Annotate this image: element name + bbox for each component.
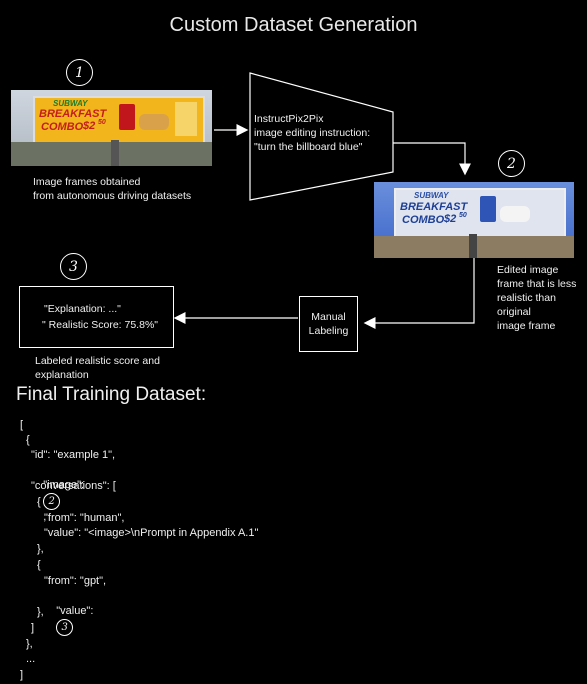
code-line-5: "conversations": [: [31, 480, 116, 492]
diagram-title: Custom Dataset Generation: [169, 14, 418, 36]
step-3-caption-line2: explanation: [35, 369, 89, 381]
code-line-1: [: [20, 419, 24, 431]
code-line-4-prefix: "image":: [43, 479, 85, 491]
arrow-to-manual-labeling: [363, 258, 475, 329]
billboard-brand: SUBWAY: [53, 99, 88, 108]
code-line-3: "id": "example 1",: [31, 449, 116, 461]
dataset-heading: Final Training Dataset:: [16, 384, 207, 405]
step-2-caption: Edited image frame that is less realisti…: [497, 263, 576, 333]
step-1-marker: 1: [66, 59, 93, 86]
pix2pix-text: InstructPix2Pix image editing instructio…: [254, 112, 370, 154]
pix2pix-line1: InstructPix2Pix: [254, 113, 324, 125]
edited-billboard-image: SUBWAY BREAKFAST COMBO $2 50: [374, 182, 574, 258]
step-1-caption-line1: Image frames obtained: [33, 176, 141, 188]
billboard-line2: COMBO: [41, 121, 84, 133]
original-billboard-image: SUBWAY BREAKFAST COMBO $2 50: [11, 90, 212, 166]
code-line-17: ]: [20, 669, 24, 681]
billboard-line2-edited: COMBO: [402, 214, 445, 226]
code-line-8: "value": "<image>\nPrompt in Appendix A.…: [44, 527, 259, 539]
billboard-panel-edited: SUBWAY BREAKFAST COMBO $2 50: [394, 188, 566, 238]
billboard-pole-edited: [469, 234, 477, 258]
code-line-4-suffix: ,: [43, 511, 47, 523]
step-2-caption-line2: frame that is less: [497, 278, 577, 290]
billboard-line1: BREAKFAST: [39, 108, 107, 120]
pix2pix-trapezoid: [249, 72, 394, 201]
image-ref-marker: 2: [43, 493, 61, 510]
arrow-to-edited-image: [393, 142, 471, 176]
pix2pix-line2: image editing instruction:: [254, 127, 371, 139]
billboard-pole: [111, 140, 119, 166]
code-line-4: "image": 2 ,: [31, 463, 84, 523]
step-3-marker: 3: [60, 253, 87, 280]
step-2-caption-line1: Edited image: [497, 264, 559, 276]
billboard-brand-edited: SUBWAY: [414, 191, 449, 200]
code-line-10: {: [37, 559, 41, 571]
code-line-13: },: [37, 606, 44, 618]
score-ref-marker: 3: [56, 619, 74, 636]
step-3-caption: Labeled realistic score and explanation: [35, 354, 160, 382]
cup-shape-edited: [480, 196, 496, 222]
code-line-12: "value": 3: [44, 589, 93, 636]
cup-shape: [119, 104, 135, 130]
code-line-15: },: [26, 638, 33, 650]
step-2-caption-line3: realistic than: [497, 292, 556, 304]
pix2pix-line3: "turn the billboard blue": [254, 141, 363, 153]
code-line-12-prefix: "value":: [56, 605, 94, 617]
step-3-caption-line1: Labeled realistic score and: [35, 355, 160, 367]
realistic-score-text: " Realistic Score: 75.8%": [42, 319, 159, 331]
code-line-6: {: [37, 496, 41, 508]
step-2-caption-line4: original: [497, 306, 531, 318]
sandwich-shape: [139, 114, 169, 130]
code-line-9: },: [37, 543, 44, 555]
label-result-box: "Explanation: ..." " Realistic Score: 75…: [19, 286, 174, 348]
billboard-line1-edited: BREAKFAST: [400, 201, 468, 213]
manual-labeling-line2: Labeling: [308, 325, 349, 337]
step-2-marker: 2: [498, 150, 525, 177]
billboard-price-cents: 50: [98, 119, 106, 126]
explanation-text: "Explanation: ...": [44, 303, 121, 315]
manual-labeling-box: Manual Labeling: [299, 296, 358, 352]
step-2-caption-line5: image frame: [497, 320, 556, 332]
step-1-caption: Image frames obtained from autonomous dr…: [33, 175, 191, 203]
side-panel: [175, 102, 197, 136]
code-line-16: ...: [26, 653, 36, 665]
billboard-price-cents-edited: 50: [459, 212, 467, 219]
code-line-7: "from": "human",: [44, 512, 125, 524]
code-line-2: {: [26, 434, 30, 446]
sandwich-shape-edited: [500, 206, 530, 222]
code-line-14: ]: [31, 622, 35, 634]
code-line-11: "from": "gpt",: [44, 575, 107, 587]
step-1-caption-line2: from autonomous driving datasets: [33, 190, 192, 202]
billboard-panel-original: SUBWAY BREAKFAST COMBO $2 50: [33, 96, 205, 144]
billboard-price-edited: $2: [444, 213, 457, 225]
billboard-price: $2: [83, 120, 96, 132]
manual-labeling-line1: Manual: [311, 311, 346, 323]
